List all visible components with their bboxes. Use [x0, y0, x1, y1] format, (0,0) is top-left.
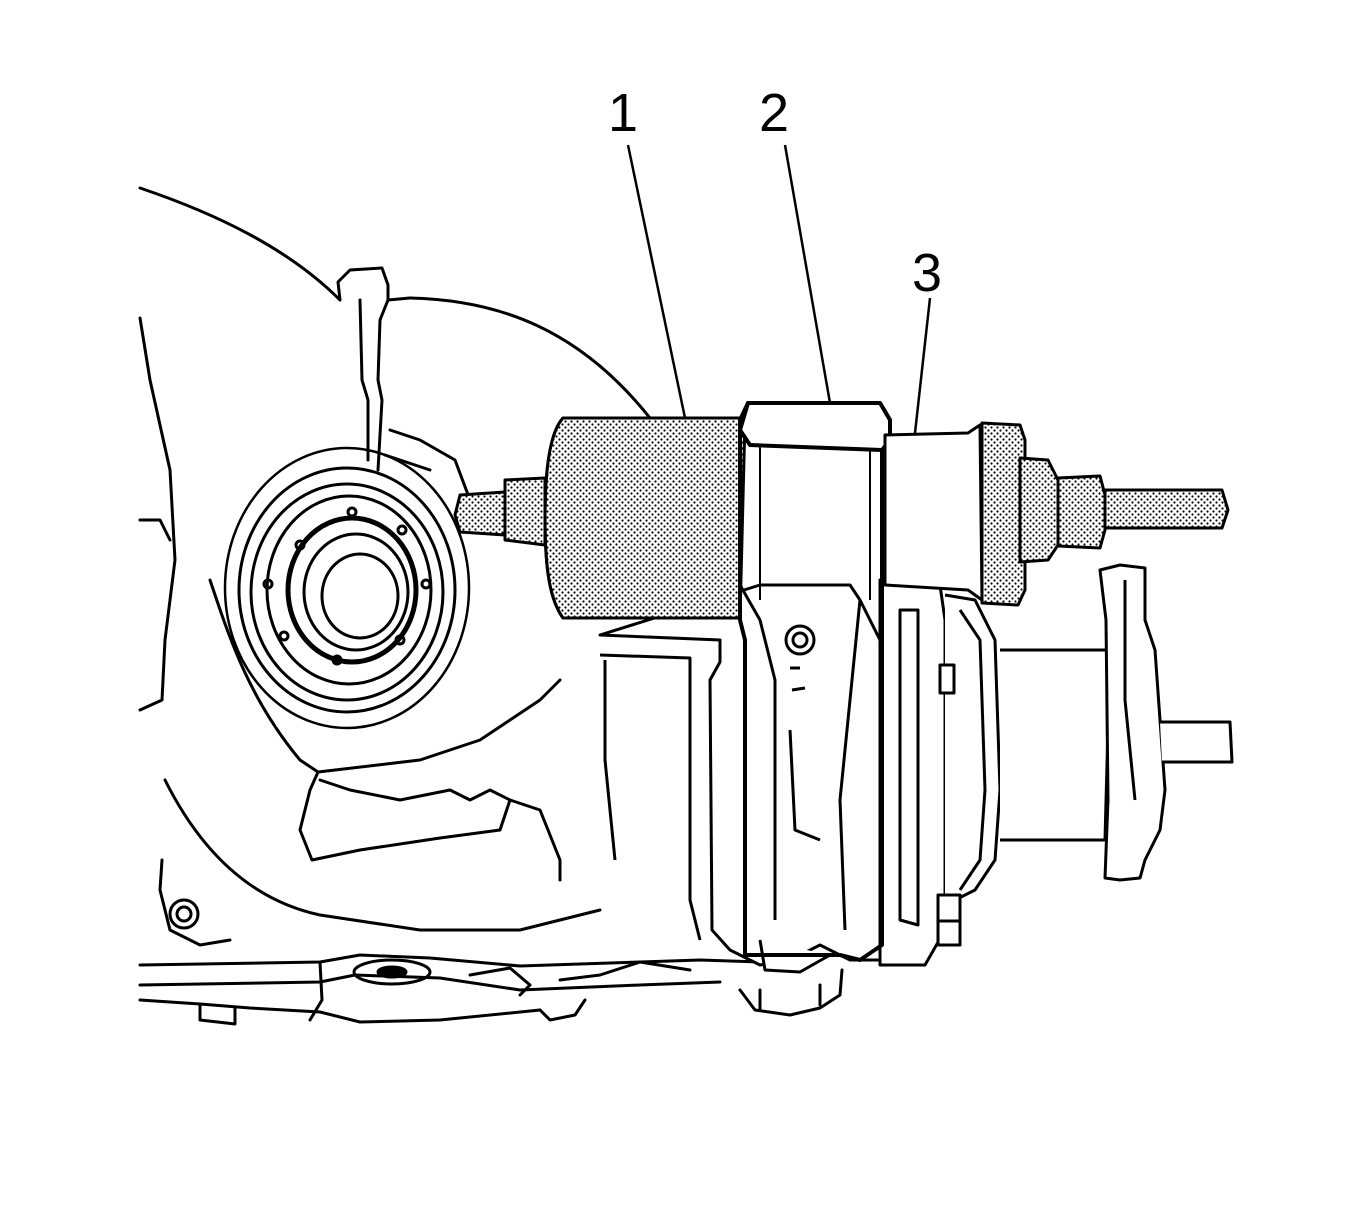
flange-assembly: [878, 563, 1234, 967]
leader-line-1: [626, 144, 687, 419]
callout-3: 3: [912, 243, 943, 303]
callout-2: 2: [759, 83, 790, 143]
leader-line-3: [913, 297, 932, 434]
housing-outline: [138, 186, 844, 1026]
adapter-3: [883, 421, 1060, 607]
threaded-shaft: [453, 474, 1230, 550]
leader-line-2: [783, 144, 832, 404]
seal-bore: [223, 446, 471, 730]
tool-cylinder-1: [543, 416, 747, 620]
leader-lines: [626, 144, 932, 434]
tool-frame: [598, 583, 882, 974]
callout-1: 1: [608, 83, 639, 143]
